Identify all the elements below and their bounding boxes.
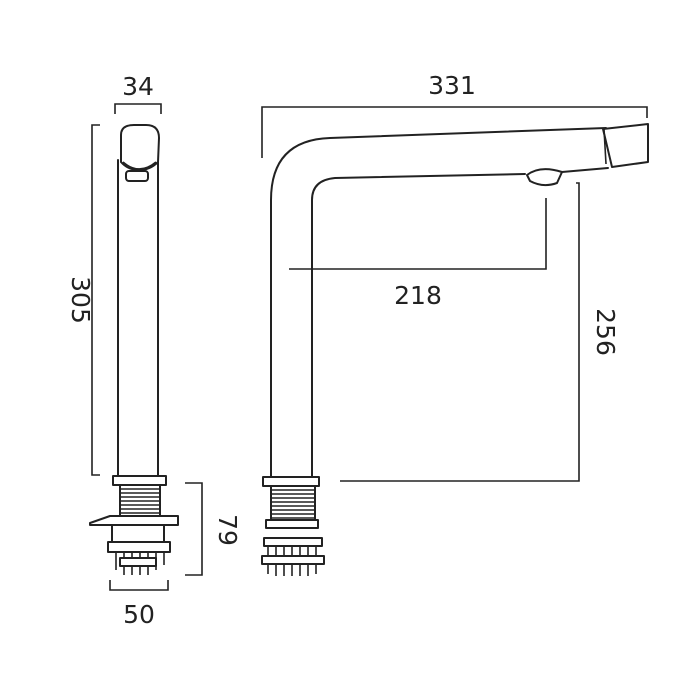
dimension-218-label: 218 (394, 281, 442, 310)
dimension-256-label: 256 (591, 308, 620, 356)
dimension-50-label: 50 (123, 600, 155, 629)
dimension-79: 79 (185, 482, 242, 576)
dimension-50: 50 (109, 580, 169, 629)
dimension-331-label: 331 (428, 71, 476, 100)
tap-side-view (89, 124, 179, 575)
dimension-305: 305 (66, 124, 100, 476)
dimension-34-label: 34 (122, 72, 154, 101)
dimension-34: 34 (114, 72, 162, 114)
dimension-305-label: 305 (66, 276, 95, 324)
dimension-256: 256 (340, 182, 620, 482)
dimension-79-label: 79 (213, 514, 242, 546)
dimension-218: 218 (289, 198, 547, 310)
tap-front-view (261, 123, 649, 576)
dimension-331: 331 (261, 71, 648, 158)
